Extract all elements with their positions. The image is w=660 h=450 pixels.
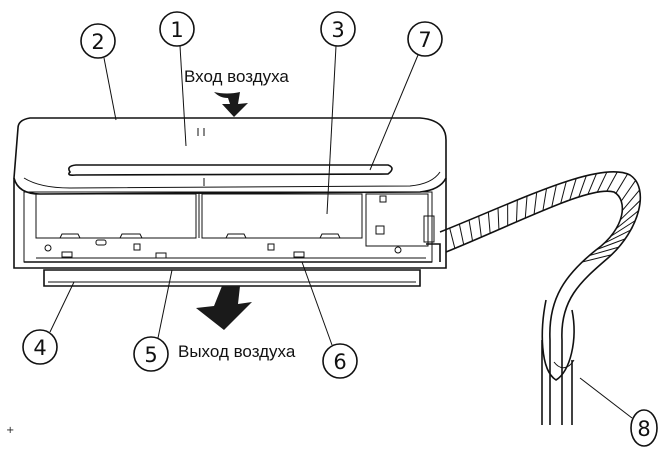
svg-text:+: + xyxy=(6,425,14,436)
hose-rib xyxy=(589,246,619,257)
callout-6: 6 xyxy=(301,261,358,379)
hose-rib xyxy=(606,171,618,192)
hose-rib xyxy=(533,192,538,215)
hose-rib xyxy=(596,238,626,250)
hose-rib xyxy=(610,220,636,237)
display-slot xyxy=(68,164,393,176)
hose-rib xyxy=(596,171,608,193)
hose-rib xyxy=(578,175,587,198)
hose-rib xyxy=(478,216,482,238)
front-panel xyxy=(13,117,447,195)
callout-2: 2 xyxy=(80,23,117,121)
hose-rib xyxy=(487,211,491,234)
hose-rib xyxy=(551,184,557,207)
callout-3: 3 xyxy=(320,11,356,215)
air-out-arrow xyxy=(196,286,252,330)
filter-right xyxy=(201,193,363,239)
hose-rib xyxy=(524,196,528,219)
hose-rib xyxy=(621,189,640,211)
air-in-arrow xyxy=(214,92,248,117)
svg-text:4: 4 xyxy=(33,336,46,360)
hose-rib xyxy=(560,181,567,204)
svg-text:7: 7 xyxy=(418,28,431,52)
air-in-label: Вход воздуха xyxy=(184,67,289,86)
callout-8: 8 xyxy=(579,377,658,447)
svg-text:6: 6 xyxy=(333,350,346,374)
svg-text:2: 2 xyxy=(91,30,104,54)
drain-hose xyxy=(439,170,642,425)
hose-rib xyxy=(620,180,637,202)
hose-rib xyxy=(619,200,641,221)
hose-rib xyxy=(497,207,500,230)
callout-7: 7 xyxy=(369,21,443,171)
air-out-label: Выход воздуха xyxy=(178,342,296,361)
hose-rib xyxy=(615,210,639,229)
hose-rib xyxy=(515,199,518,222)
hose-rib xyxy=(582,254,612,263)
hose-rib xyxy=(468,220,474,242)
svg-text:1: 1 xyxy=(170,18,183,42)
filter-left xyxy=(35,193,197,239)
svg-text:3: 3 xyxy=(331,18,344,42)
hose-rib xyxy=(587,173,598,195)
hose-rib xyxy=(615,173,629,194)
louver xyxy=(43,269,421,287)
callout-1: 1 xyxy=(159,11,195,147)
hose-rib xyxy=(458,224,465,245)
hose-rib xyxy=(449,227,456,249)
callout-5: 5 xyxy=(133,269,173,372)
callout-4: 4 xyxy=(22,281,75,365)
svg-text:8: 8 xyxy=(637,417,650,441)
hose-rib xyxy=(603,229,631,244)
hose-rib xyxy=(542,188,548,211)
indoor-unit xyxy=(13,117,447,287)
svg-text:5: 5 xyxy=(144,343,157,367)
hose-rib xyxy=(569,178,577,201)
